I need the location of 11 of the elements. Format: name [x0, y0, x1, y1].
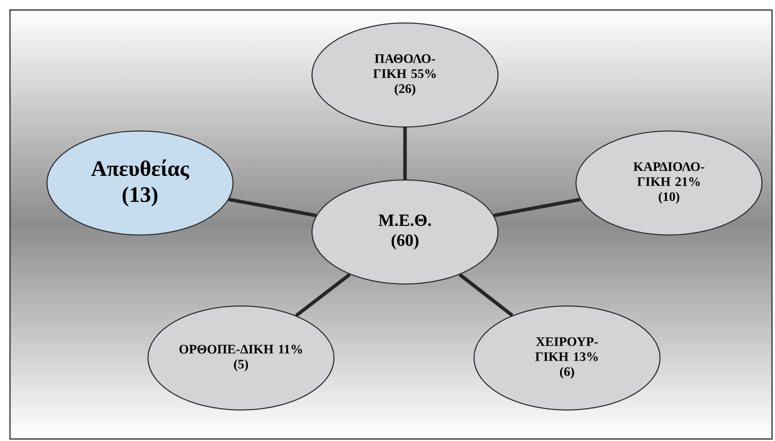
ellipse-node: ΠΑΘΟΛΟ- ΓΙΚΗ 55% (26) — [312, 22, 498, 128]
connector-line — [493, 198, 581, 218]
ellipse-node: ΚΑΡΔΙΟΛΟ- ΓΙΚΗ 21% (10) — [576, 130, 763, 236]
ellipse-node: Μ.Ε.Θ. (60) — [312, 180, 498, 284]
connector-line — [228, 198, 317, 218]
connector-line — [295, 273, 351, 317]
ellipse-node: ΟΡΘΟΠΕ-ΔΙΚΗ 11% (5) — [148, 306, 334, 410]
ellipse-node: ΧΕΙΡΟΥΡ- ΓΙΚΗ 13% (6) — [474, 306, 661, 410]
ellipse-node: Απευθείας (13) — [46, 130, 234, 236]
connector-line — [458, 273, 514, 317]
connector-line — [403, 128, 407, 180]
